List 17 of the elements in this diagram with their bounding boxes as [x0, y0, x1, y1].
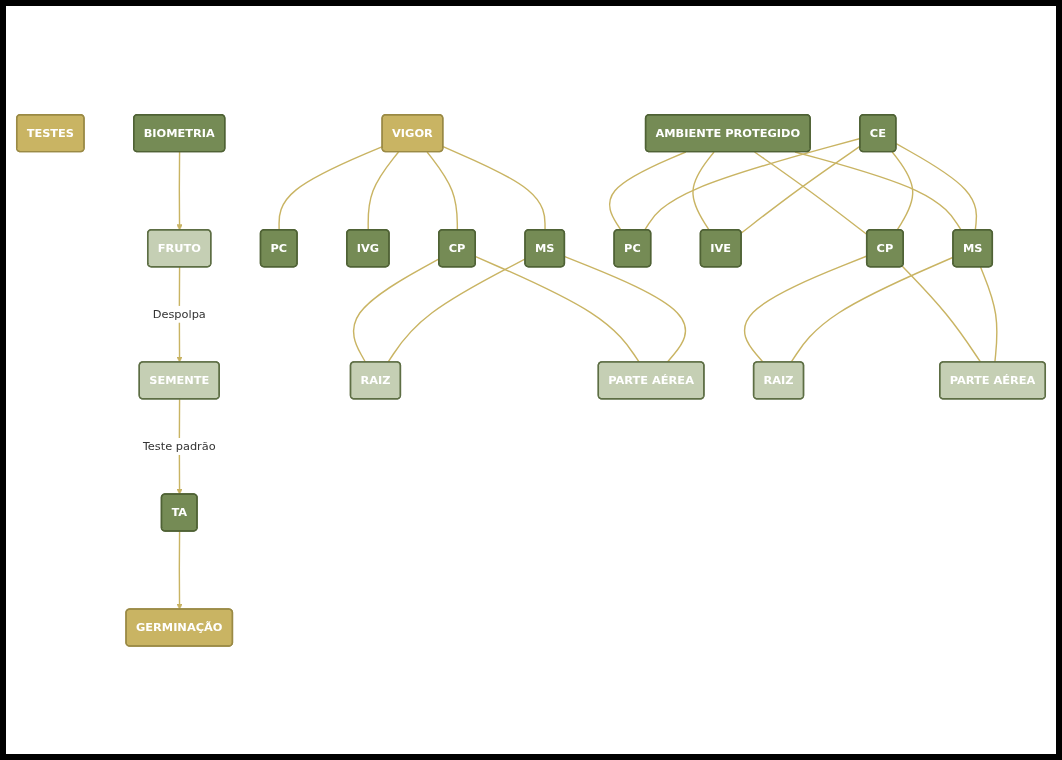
connector: [442, 145, 546, 231]
connector: [426, 150, 459, 231]
connector: [891, 150, 914, 231]
connector: [564, 255, 687, 363]
connector: [608, 150, 687, 231]
connector: [740, 145, 861, 234]
arrow: [176, 150, 183, 231]
connector: [753, 150, 868, 235]
edge-label: Despolpa: [152, 306, 206, 321]
connector: [979, 266, 998, 363]
connector: [692, 150, 715, 231]
connector: [901, 265, 982, 363]
connector: [367, 150, 400, 231]
connector: [895, 142, 978, 231]
arrow: [176, 530, 183, 610]
edge-label: Teste padrão: [142, 438, 216, 453]
connector: [794, 150, 962, 231]
